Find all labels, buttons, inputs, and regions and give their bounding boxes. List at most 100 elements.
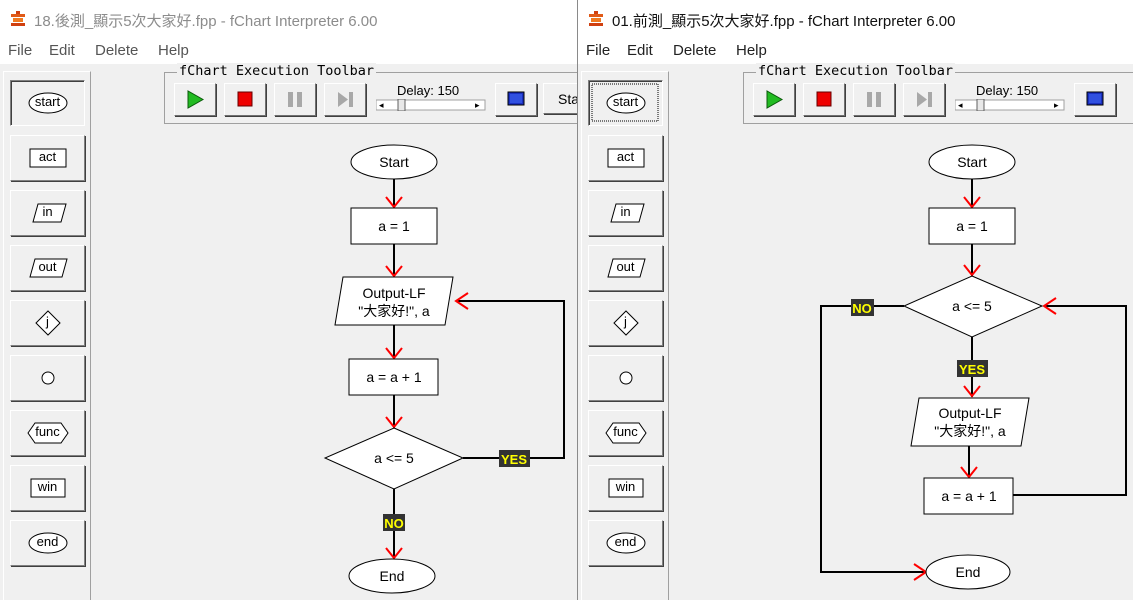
func-shape-icon [27,422,69,444]
output-node[interactable]: Output-LF "大家好!", a [334,276,454,326]
end-node[interactable]: End [348,558,436,594]
palette-label: out [616,259,635,274]
increment-node[interactable]: a = a + 1 [348,358,439,396]
start-node-label: Start [379,154,409,170]
delay-slider[interactable]: ◂ ▸ [955,99,1065,111]
palette-label: in [620,204,631,219]
menu-edit[interactable]: Edit [627,42,653,59]
palette-label: j [624,314,627,329]
end-shape-icon [606,532,646,554]
init-node[interactable]: a = 1 [350,207,438,245]
execution-toolbar: fChart Execution Toolbar Delay: 150 ◂ ▸ [743,63,1133,124]
act-shape-icon [607,148,645,168]
end-node[interactable]: End [925,554,1011,590]
no-label-text: NO [384,516,404,531]
menu-file[interactable]: File [8,42,33,59]
in-shape-icon [610,203,645,223]
flowchart-canvas: Start a = 1 Output-LF "大家好!", a a = a + … [323,144,565,594]
svg-text:◂: ◂ [958,100,963,110]
start-shape-icon [591,83,659,122]
palette-out-button[interactable]: out [10,245,85,291]
palette-label: end [36,534,59,549]
delay-label: Delay: 150 [397,83,460,98]
palette-end-button[interactable]: end [588,520,663,566]
menu-help[interactable]: Help [736,42,767,59]
menu-bar: File Edit Delete Help [0,38,577,64]
screen-button[interactable] [495,83,537,116]
condition-node-label: a <= 5 [952,298,992,314]
monitor-icon [507,91,525,106]
pause-button[interactable] [274,83,316,116]
step-button[interactable] [903,83,945,116]
stop-icon [237,91,253,107]
palette-win-button[interactable]: win [10,465,85,511]
play-button[interactable] [174,83,216,116]
menu-delete[interactable]: Delete [95,42,139,59]
palette-out-button[interactable]: out [588,245,663,291]
title-bar[interactable]: 01.前測_顯示5次大家好.fpp - fChart Interpreter 6… [578,0,1133,38]
step-button[interactable] [324,83,366,116]
menu-file[interactable]: File [586,42,611,59]
title-bar[interactable]: 18.後測_顯示5次大家好.fpp - fChart Interpreter 6… [0,0,577,38]
shape-palette: start act in out j func win [3,71,91,600]
palette-in-button[interactable]: in [10,190,85,236]
end-node-label: End [380,568,405,584]
menu-delete[interactable]: Delete [673,42,717,59]
menu-bar: File Edit Delete Help [578,38,1133,64]
condition-node[interactable]: a <= 5 [902,275,1044,338]
out-shape-icon [607,258,646,278]
palette-act-button[interactable]: act [588,135,663,181]
palette-label: act [38,149,57,164]
screen-button[interactable] [1074,83,1116,116]
palette-start-button[interactable]: start [10,80,85,126]
step-icon [917,92,932,107]
palette-connector-button[interactable] [588,355,663,401]
delay-label: Delay: 150 [976,83,1039,98]
act-shape-icon [29,148,67,168]
palette-label: start [612,94,639,109]
flow-arrowheads [913,196,1057,581]
start-node[interactable]: Start [928,144,1016,180]
stop-button[interactable] [224,83,266,116]
stop-button[interactable] [803,83,845,116]
palette-decision-button[interactable]: j [588,300,663,346]
win-shape-icon [30,478,66,498]
menu-help[interactable]: Help [158,42,189,59]
palette-end-button[interactable]: end [10,520,85,566]
palette-func-button[interactable]: func [588,410,663,456]
output-node-line1: Output-LF [362,285,425,301]
palette-start-button[interactable]: start [588,80,663,126]
decision-shape-icon [35,310,61,336]
shape-palette: start act in out j func win [581,71,669,600]
palette-act-button[interactable]: act [10,135,85,181]
increment-node[interactable]: a = a + 1 [923,477,1014,515]
palette-label: j [46,314,49,329]
svg-text:◂: ◂ [379,100,384,110]
no-label: NO [851,299,874,316]
output-node[interactable]: Output-LF "大家好!", a [910,397,1030,447]
menu-edit[interactable]: Edit [49,42,75,59]
palette-label: win [615,479,636,494]
left-window: 18.後測_顯示5次大家好.fpp - fChart Interpreter 6… [0,0,577,600]
output-node-line1: Output-LF [938,405,1001,421]
condition-node[interactable]: a <= 5 [323,427,465,490]
no-label: NO [383,514,405,531]
palette-label: in [42,204,53,219]
palette-in-button[interactable]: in [588,190,663,236]
start-text-button[interactable]: Sta [543,83,577,114]
palette-label: act [616,149,635,164]
flowchart-canvas: Start a = 1 a <= 5 Output-LF "大家好!", a a… [820,144,1127,590]
end-node-label: End [956,564,981,580]
func-shape-icon [605,422,647,444]
play-button[interactable] [753,83,795,116]
palette-win-button[interactable]: win [588,465,663,511]
palette-decision-button[interactable]: j [10,300,85,346]
delay-slider[interactable]: ◂ ▸ [376,99,486,111]
palette-func-button[interactable]: func [10,410,85,456]
start-node[interactable]: Start [350,144,438,180]
init-node[interactable]: a = 1 [928,207,1016,245]
palette-label: func [35,424,60,439]
palette-connector-button[interactable] [10,355,85,401]
pause-button[interactable] [853,83,895,116]
palette-label: start [34,94,61,109]
